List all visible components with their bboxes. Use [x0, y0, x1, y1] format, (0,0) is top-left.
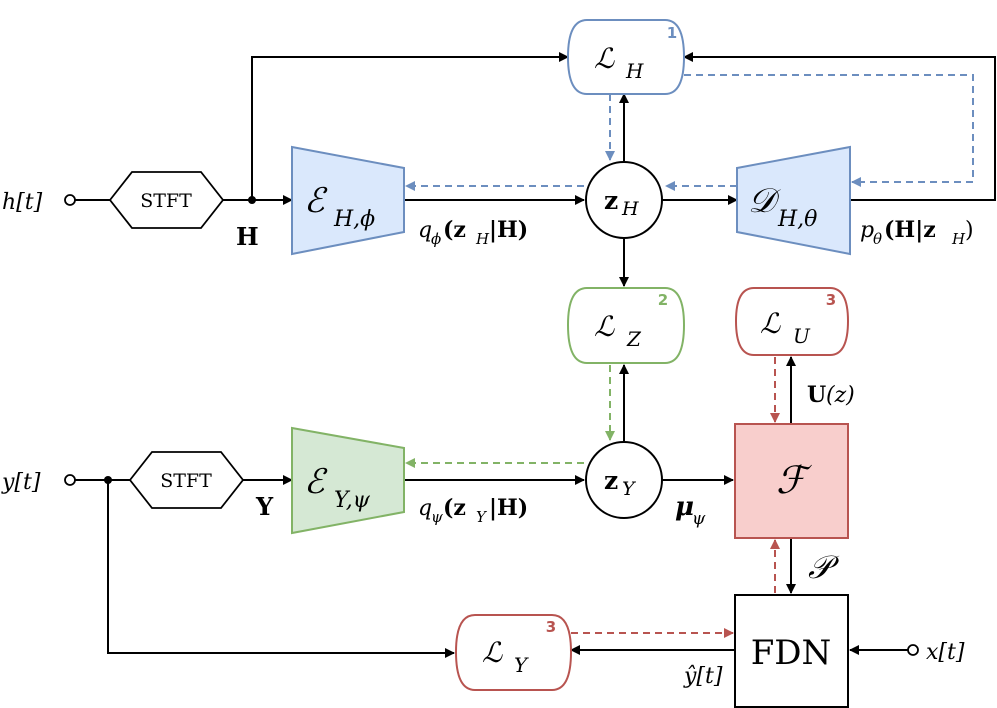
mapping-f-block: ℱ — [734, 423, 849, 539]
loss-l-z-symbol: ℒ — [594, 310, 615, 343]
signal-y-label: y[t] — [1, 470, 41, 495]
q-psi-subscript: ψ — [431, 508, 443, 526]
input-terminal-h — [64, 194, 76, 206]
loss-l-z: ℒ Z 2 — [566, 287, 686, 364]
fdn-block: FDN — [734, 594, 849, 708]
q-phi-symbol: q — [418, 218, 432, 243]
loss-badge: 3 — [546, 618, 556, 636]
fdn-label: FDN — [751, 633, 832, 673]
signal-y-hat-label: ŷ[t] — [683, 664, 723, 689]
q-phi-subscript: ϕ — [431, 230, 441, 248]
signal-h-label: h[t] — [2, 190, 43, 215]
latent-z-h-subscript: H — [621, 198, 639, 220]
solid-connections — [75, 52, 996, 658]
latent-z-y-node: z Y — [585, 441, 663, 519]
gradient-connections-blue — [405, 74, 974, 191]
loss-l-u: ℒ U 3 — [734, 287, 850, 356]
edge-label-u: U (z) — [807, 382, 855, 408]
gradient-connections-green — [405, 365, 615, 468]
p-theta-args: (H|z — [884, 217, 936, 243]
stft-block-bottom: STFT — [128, 451, 245, 509]
latent-z-h-node: z H — [585, 161, 663, 239]
loss-l-y-subscript: Y — [514, 653, 529, 677]
loss-l-z-subscript: Z — [626, 327, 642, 351]
u-symbol: U — [807, 382, 826, 408]
stft-label: STFT — [160, 470, 212, 492]
q-phi-args-end: |H) — [489, 217, 528, 243]
u-args: (z) — [826, 383, 855, 408]
q-phi-args-subscript: H — [475, 230, 490, 248]
loss-l-y: ℒ Y 3 — [454, 614, 573, 691]
latent-z-y-subscript: Y — [622, 478, 637, 500]
loss-badge: 3 — [826, 291, 836, 309]
p-theta-args-end: ) — [965, 218, 974, 243]
mu-symbol: μ — [675, 492, 694, 522]
q-psi-args-end: |H) — [489, 495, 528, 521]
loss-l-h-symbol: ℒ — [594, 42, 615, 75]
encoder-y-block: ℰ Y,ψ — [291, 426, 405, 535]
encoder-h-block: ℰ H,ϕ — [291, 145, 405, 256]
latent-z-y-symbol: z — [604, 466, 618, 495]
q-phi-args: (z — [443, 217, 466, 243]
edge-label-mu: μ ψ — [675, 492, 706, 529]
loss-l-u-subscript: U — [793, 324, 811, 348]
gradient-connections-red — [571, 357, 780, 638]
latent-z-h-symbol: z — [604, 186, 618, 215]
loss-badge: 2 — [658, 291, 668, 309]
loss-l-h: ℒ H 1 — [566, 19, 686, 95]
q-psi-args: (z — [443, 495, 466, 521]
q-psi-symbol: q — [418, 496, 432, 521]
encoder-y-symbol: ℰ — [304, 462, 328, 502]
loss-l-h-subscript: H — [625, 59, 644, 83]
mu-subscript: ψ — [692, 509, 706, 529]
decoder-h-subscript: H,θ — [777, 207, 817, 232]
junction-dot — [248, 196, 256, 204]
edge-label-p-theta: p θ (H|z H ) — [860, 217, 974, 248]
stft-label: STFT — [140, 190, 192, 212]
p-theta-args-subscript: H — [951, 230, 966, 248]
encoder-h-subscript: H,ϕ — [333, 207, 375, 232]
edge-label-p: 𝒫 — [808, 548, 840, 586]
edge-label-q-phi: q ϕ (z H |H) — [418, 217, 528, 248]
encoder-h-symbol: ℰ — [304, 181, 328, 221]
encoder-y-subscript: Y,ψ — [334, 488, 371, 513]
edge-label-y: Y — [255, 492, 274, 521]
junction-dot — [104, 476, 112, 484]
signal-x-label: x[t] — [926, 640, 965, 665]
stft-block-top: STFT — [108, 171, 225, 229]
q-psi-args-subscript: Y — [476, 508, 488, 526]
input-terminal-y — [64, 474, 76, 486]
loss-badge: 1 — [667, 24, 677, 42]
loss-l-y-symbol: ℒ — [482, 636, 503, 669]
input-terminal-x — [907, 644, 919, 656]
loss-l-u-symbol: ℒ — [760, 307, 781, 340]
p-theta-symbol: p — [860, 218, 874, 243]
edge-label-h: H — [236, 222, 259, 251]
p-theta-subscript: θ — [873, 230, 882, 248]
decoder-h-block: 𝒟 H,θ — [736, 145, 851, 256]
edge-label-q-psi: q ψ (z Y |H) — [418, 495, 528, 526]
